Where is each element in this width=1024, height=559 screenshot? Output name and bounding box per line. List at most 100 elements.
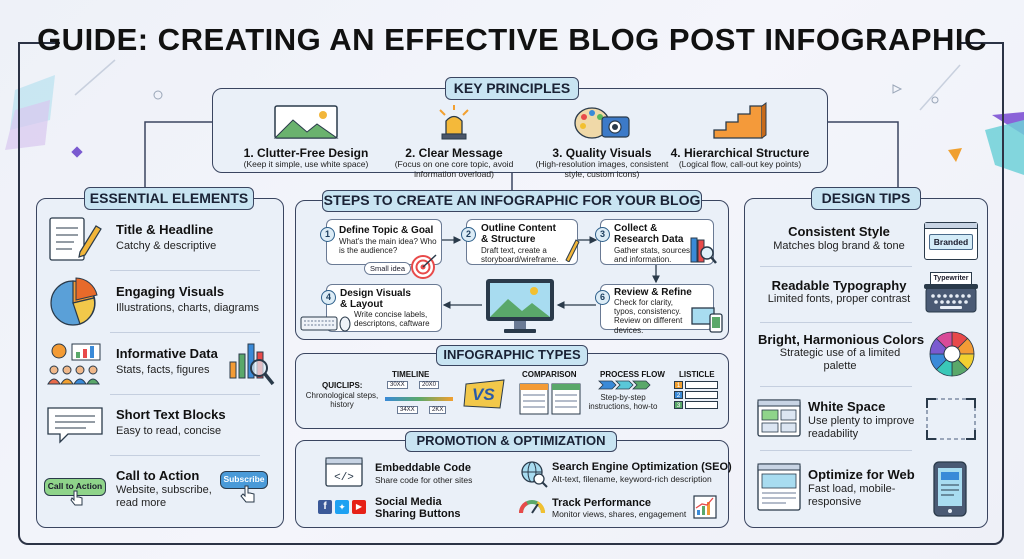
principle-4-name: 4. Hierarchical Structure bbox=[670, 146, 810, 160]
timeline-year: 2KX bbox=[429, 406, 447, 414]
step-4-desc: Write concise labels, descriptons, caftw… bbox=[354, 310, 430, 329]
step-1-desc: What's the main idea? Who is the audienc… bbox=[339, 237, 437, 256]
devices-icon bbox=[691, 307, 723, 333]
branded-window: Branded bbox=[924, 222, 978, 260]
principle-4-desc: (Logical flow, call-out key points) bbox=[678, 159, 802, 169]
keyboard-mouse-icon bbox=[300, 316, 351, 332]
element-short-text-desc: Easy to read, concise bbox=[116, 425, 222, 437]
tip-white-space-desc: Use plenty to improve readability bbox=[808, 415, 915, 441]
palette-camera-icon bbox=[574, 107, 630, 139]
step-2-card bbox=[466, 219, 578, 265]
step-3-title: Collect & Research Data bbox=[614, 223, 684, 245]
small-idea-tag: Small idea bbox=[364, 262, 412, 275]
step-2-title: Outline Content & Structure bbox=[481, 223, 556, 245]
step-6-desc: Check for clarity, typos, consistency. R… bbox=[614, 298, 683, 335]
smartphone-icon bbox=[933, 461, 967, 517]
stairs-icon bbox=[713, 102, 767, 139]
list-num: 1 bbox=[674, 381, 683, 389]
process-flow-desc: Step-by-step instructions, how-to bbox=[588, 393, 658, 412]
tip-white-space: White Space bbox=[808, 399, 886, 414]
promo-track-performance-desc: Monitor views, shares, engagement bbox=[552, 509, 687, 519]
step-4-number: 4 bbox=[321, 290, 336, 305]
comparison-label: COMPARISON bbox=[522, 370, 577, 379]
svg-text:</>: </> bbox=[334, 472, 354, 484]
promo-social-sharing: Social Media Sharing Buttons bbox=[375, 496, 461, 521]
target-icon bbox=[411, 254, 437, 279]
divider bbox=[110, 332, 260, 333]
timeline-year: 30XX bbox=[387, 381, 408, 389]
divider bbox=[760, 450, 912, 451]
divider bbox=[110, 394, 260, 395]
principle-3-desc: (High-resolution images, consistent styl… bbox=[535, 159, 669, 179]
list-num: 3 bbox=[674, 401, 683, 409]
tip-consistent-style-desc: Matches blog brand & tone bbox=[773, 240, 905, 252]
element-call-to-action-desc: Website, subscribe, read more bbox=[116, 484, 212, 510]
listicle-label: LISTICLE bbox=[679, 370, 715, 379]
element-title-headline-desc: Catchy & descriptive bbox=[116, 240, 217, 252]
list-line bbox=[685, 391, 718, 399]
web-window-icon bbox=[757, 463, 801, 511]
promo-seo: Search Engine Optimization (SEO) bbox=[552, 461, 732, 473]
globe-search-icon bbox=[521, 461, 548, 488]
quiclips-label: QUICLIPS: bbox=[322, 381, 363, 390]
pencil-icon bbox=[565, 239, 580, 262]
principle-3: 3. Quality Visuals (High-resolution imag… bbox=[532, 104, 672, 180]
subscribe-button[interactable]: Subscribe bbox=[220, 471, 268, 489]
vs-text: VS bbox=[472, 385, 495, 404]
listicle-graphic: 1 2 3 bbox=[674, 381, 718, 409]
principle-2: 2. Clear Message (Focus on one core topi… bbox=[384, 104, 524, 180]
vs-badge bbox=[463, 379, 505, 409]
tip-readable-typography-desc: Limited fonts, proper contrast bbox=[767, 293, 911, 305]
principle-4: 4. Hierarchical Structure (Logical flow,… bbox=[666, 100, 814, 170]
hand-cursor-icon bbox=[240, 485, 255, 503]
principle-1: 1. Clutter-Free Design (Keep it simple, … bbox=[236, 104, 376, 170]
promotion-header: PROMOTION & OPTIMIZATION bbox=[405, 431, 617, 452]
step-2-desc: Draft text, create a storyboard/wirefram… bbox=[481, 246, 559, 265]
promo-track-performance: Track Performance bbox=[552, 497, 652, 509]
timeline-graphic: 30XX 20X0 34XX 2KX bbox=[383, 380, 455, 418]
steps-header: STEPS TO CREATE AN INFOGRAPHIC FOR YOUR … bbox=[322, 190, 702, 212]
promo-seo-desc: Alt-text, filename, keyword-rich descrip… bbox=[552, 474, 712, 484]
tip-consistent-style: Consistent Style bbox=[788, 224, 890, 239]
bar-chart-magnifier-icon bbox=[229, 343, 275, 386]
promo-embeddable-code: Embeddable Code bbox=[375, 462, 471, 474]
process-flow-arrows bbox=[598, 380, 651, 390]
principle-2-name: 2. Clear Message bbox=[405, 146, 503, 160]
list-row: 2 bbox=[674, 391, 718, 399]
tip-readable-typography: Readable Typography bbox=[771, 278, 907, 293]
key-principles-header: KEY PRINCIPLES bbox=[445, 77, 579, 100]
facebook-icon[interactable]: f bbox=[318, 500, 332, 514]
quiclips-desc: Chronological steps, history bbox=[305, 391, 379, 410]
books-search-icon bbox=[690, 237, 717, 264]
element-engaging-visuals-desc: Illustrations, charts, diagrams bbox=[116, 302, 260, 314]
gauge-icon bbox=[519, 500, 545, 514]
timeline-bar bbox=[385, 397, 453, 401]
hand-cursor-icon bbox=[70, 490, 83, 506]
essential-elements-header: ESSENTIAL ELEMENTS bbox=[84, 187, 254, 210]
social-icons: f ✦ ▶ bbox=[318, 500, 366, 514]
design-tips-header: DESIGN TIPS bbox=[811, 187, 921, 210]
color-wheel-icon bbox=[929, 331, 975, 377]
divider bbox=[110, 455, 260, 456]
page-title: GUIDE: CREATING AN EFFECTIVE BLOG POST I… bbox=[37, 22, 987, 57]
tip-bright-colors: Bright, Harmonious Colors bbox=[757, 332, 925, 347]
types-header: INFOGRAPHIC TYPES bbox=[436, 345, 588, 366]
principle-1-name: 1. Clutter-Free Design bbox=[243, 146, 369, 160]
element-short-text: Short Text Blocks bbox=[116, 407, 226, 422]
tip-optimize-web: Optimize for Web bbox=[808, 467, 915, 482]
youtube-icon[interactable]: ▶ bbox=[352, 500, 366, 514]
step-1-title: Define Topic & Goal bbox=[339, 225, 434, 236]
divider bbox=[760, 386, 912, 387]
text-block-icon bbox=[47, 407, 103, 444]
twitter-icon[interactable]: ✦ bbox=[335, 500, 349, 514]
timeline-year: 34XX bbox=[397, 406, 418, 414]
data-people-icon bbox=[47, 343, 101, 385]
monitor-icon bbox=[486, 279, 554, 333]
step-3-number: 3 bbox=[595, 227, 610, 242]
pie-chart-icon bbox=[50, 277, 98, 326]
typewriter-icon: Typewriter bbox=[924, 272, 978, 316]
tip-optimize-web-desc: Fast load, mobile-responsive bbox=[808, 483, 896, 509]
tip-bright-colors-desc: Strategic use of a limited palette bbox=[779, 347, 901, 373]
